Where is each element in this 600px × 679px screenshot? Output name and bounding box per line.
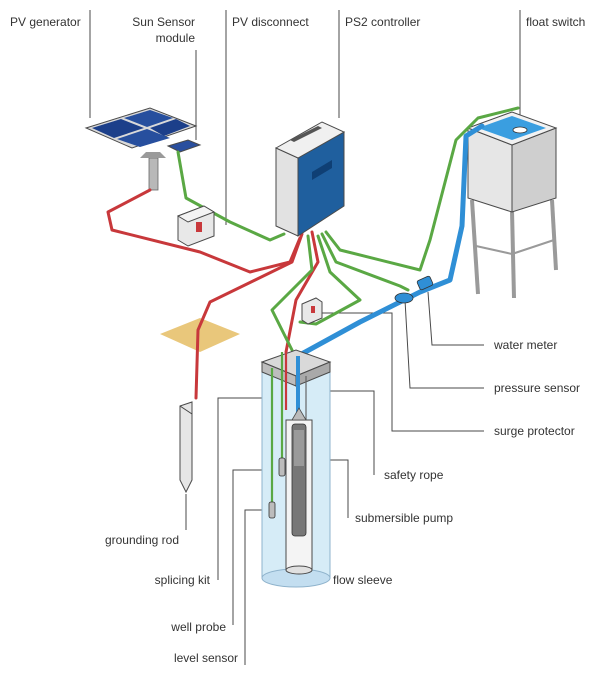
- surge-protector: [301, 297, 323, 325]
- cable-float-switch: [324, 106, 520, 272]
- pv-mount-post: [148, 157, 159, 191]
- pump-intake: [294, 430, 304, 466]
- pv-cell: [92, 119, 144, 138]
- cable-to-well: [284, 230, 320, 354]
- tank-brace: [475, 245, 513, 255]
- tank-water: [478, 116, 546, 140]
- controller-heatsink-fins: [290, 126, 322, 142]
- leader-water-meter: [427, 291, 484, 346]
- pv-cell: [117, 129, 170, 147]
- surge-protector-indicator: [311, 306, 315, 313]
- label-level-sensor: level sensor: [174, 651, 238, 665]
- pv-disconnect-switch-icon: [196, 222, 202, 232]
- pv-cell: [124, 110, 173, 127]
- pv-disconnect: [176, 205, 216, 247]
- label-pv-disconnect: PV disconnect: [232, 15, 309, 29]
- well: [260, 349, 332, 588]
- rod-clamp: [179, 405, 193, 415]
- grounding-rod: [179, 401, 193, 494]
- tank-leg: [550, 199, 558, 271]
- sun-sensor-module: [166, 139, 202, 153]
- pump-top-cone: [291, 407, 307, 421]
- labels: PV generator Sun Sensor module PV discon…: [10, 15, 585, 665]
- water-meter-icon: [416, 275, 434, 291]
- water-pipe: [295, 123, 485, 359]
- pv-mount-bracket: [140, 152, 166, 158]
- dc-cables: [106, 188, 320, 400]
- cable-sun-sensor: [176, 150, 286, 242]
- ground-pad: [160, 318, 240, 352]
- label-ps2-controller: PS2 controller: [345, 15, 420, 29]
- label-grounding-rod: grounding rod: [105, 533, 179, 547]
- label-pv-generator: PV generator: [10, 15, 81, 29]
- controller-display: [312, 160, 332, 180]
- well-probe-icon: [278, 457, 286, 477]
- tank-leg: [470, 199, 480, 295]
- pv-disconnect-top: [176, 205, 216, 223]
- grounding-rod-icon: [179, 401, 193, 494]
- label-submersible-pump: submersible pump: [355, 511, 453, 525]
- leader-pressure-sensor: [404, 299, 484, 389]
- pipe-fittings: [394, 275, 434, 304]
- leader-surge-protector: [318, 312, 484, 432]
- leader-splicing-kit: [217, 397, 272, 580]
- water-tank: [466, 111, 558, 299]
- cable-pressure-sensor: [320, 232, 410, 292]
- label-sun-sensor-line1: Sun Sensor: [132, 15, 195, 29]
- pv-cell: [150, 119, 190, 136]
- controller-side: [275, 147, 299, 237]
- float-switch-icon: [512, 126, 528, 134]
- cable-ground: [194, 232, 304, 400]
- label-surge-protector: surge protector: [494, 424, 575, 438]
- level-sensor-icon: [268, 501, 276, 519]
- label-pressure-sensor: pressure sensor: [494, 381, 580, 395]
- label-flow-sleeve: flow sleeve: [333, 573, 393, 587]
- controller-top: [274, 121, 346, 159]
- label-splicing-kit: splicing kit: [155, 573, 211, 587]
- label-safety-rope: safety rope: [384, 468, 444, 482]
- label-float-switch: float switch: [526, 15, 585, 29]
- flow-sleeve-bottom: [285, 565, 313, 575]
- label-sun-sensor-line2: module: [156, 31, 196, 45]
- pressure-sensor-icon: [394, 292, 414, 304]
- ps2-controller: [274, 121, 346, 237]
- pv-generator: [84, 107, 202, 191]
- signal-cables: [176, 106, 520, 352]
- cable-well-probe: [270, 234, 314, 352]
- tank-brace: [511, 239, 555, 255]
- label-well-probe: well probe: [170, 620, 226, 634]
- label-water-meter: water meter: [493, 338, 557, 352]
